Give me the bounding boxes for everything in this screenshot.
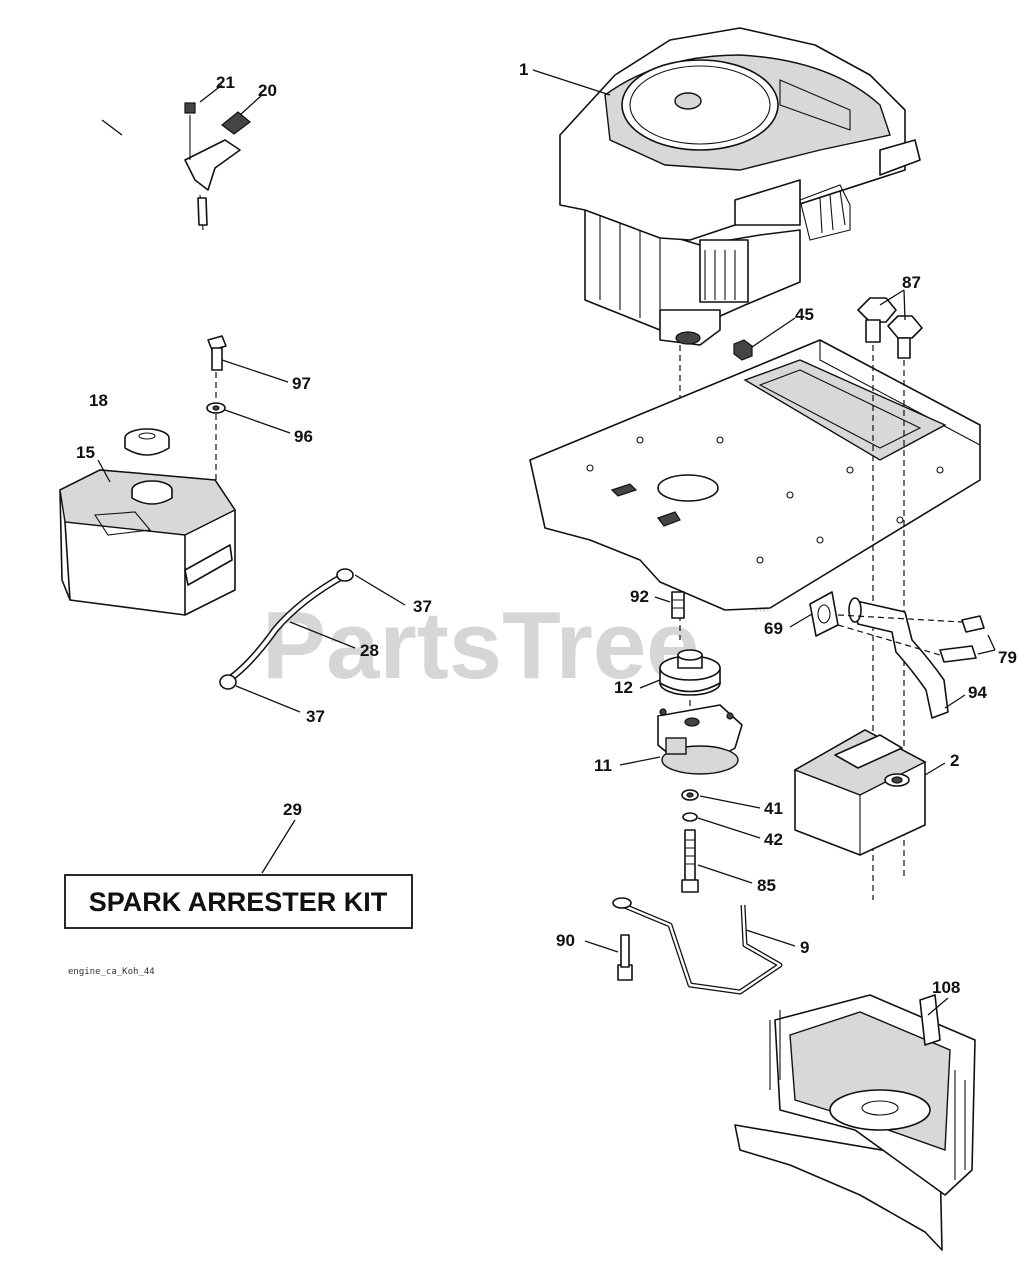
callout-42: 42 (764, 830, 783, 849)
callout-96: 96 (294, 427, 313, 446)
fuel-line-28-part[interactable] (224, 571, 349, 684)
callout-11: 11 (594, 756, 612, 775)
callout-20: 20 (258, 81, 277, 100)
clutch-11-part[interactable] (657, 704, 743, 775)
pulley-12-part[interactable] (659, 649, 721, 696)
callout-29: 29 (283, 800, 302, 819)
nut-45-part[interactable] (733, 339, 753, 361)
callout-labels: 1 21 20 87 45 97 18 96 15 37 92 69 79 28… (76, 60, 1017, 997)
engine-part[interactable] (559, 27, 921, 346)
leader-lines (97, 69, 996, 1016)
callout-21: 21 (216, 73, 235, 92)
callout-12: 12 (614, 678, 633, 697)
engine-mount-plate[interactable] (529, 339, 981, 611)
callout-37-top: 37 (413, 597, 432, 616)
callout-1: 1 (519, 60, 528, 79)
callout-37-bottom: 37 (306, 707, 325, 726)
callout-69: 69 (764, 619, 783, 638)
callout-108: 108 (932, 978, 960, 997)
callout-94: 94 (968, 683, 987, 702)
fuel-tank-15-part[interactable] (59, 469, 237, 616)
lock-washer-42-part[interactable] (682, 812, 698, 822)
spark-arrester-kit-part[interactable]: SPARK ARRESTER KIT (64, 874, 413, 929)
bolts-79-axis (837, 614, 963, 656)
watermark: PartsTree (262, 592, 700, 699)
bolt-90-part[interactable] (617, 934, 633, 981)
callout-79: 79 (998, 648, 1017, 667)
throttle-bracket-part[interactable] (184, 102, 251, 231)
bolt-87-part[interactable] (857, 297, 923, 359)
clamp-37-top-part[interactable] (336, 568, 354, 582)
callout-2: 2 (950, 751, 959, 770)
washer-96-part[interactable] (206, 402, 226, 414)
gasket-69-part[interactable] (809, 591, 839, 637)
engine-shield-108-part[interactable] (734, 994, 976, 1251)
clamp-37-bottom-part[interactable] (219, 674, 237, 690)
fuel-cap-18-part[interactable] (124, 428, 170, 456)
callout-45: 45 (795, 305, 814, 324)
bolts-79-part[interactable] (939, 615, 985, 663)
bolt-85-part[interactable] (681, 829, 699, 893)
callout-90: 90 (556, 931, 575, 950)
callout-97: 97 (292, 374, 311, 393)
bolt-97-part[interactable] (207, 335, 227, 371)
callout-15: 15 (76, 443, 95, 462)
callout-92: 92 (630, 587, 649, 606)
callout-28: 28 (360, 641, 379, 660)
callout-41: 41 (764, 799, 783, 818)
callout-85: 85 (757, 876, 776, 895)
rod-9-part[interactable] (612, 897, 783, 995)
drawing-reference-note: engine_ca_Koh_44 (68, 967, 155, 977)
bolt-92-part[interactable] (671, 591, 685, 619)
kit-box-label: SPARK ARRESTER KIT (89, 887, 388, 917)
callout-9: 9 (800, 938, 809, 957)
callout-18: 18 (89, 391, 108, 410)
washer-41-part[interactable] (681, 789, 699, 801)
muffler-2-part[interactable] (793, 729, 927, 856)
callout-87: 87 (902, 273, 921, 292)
